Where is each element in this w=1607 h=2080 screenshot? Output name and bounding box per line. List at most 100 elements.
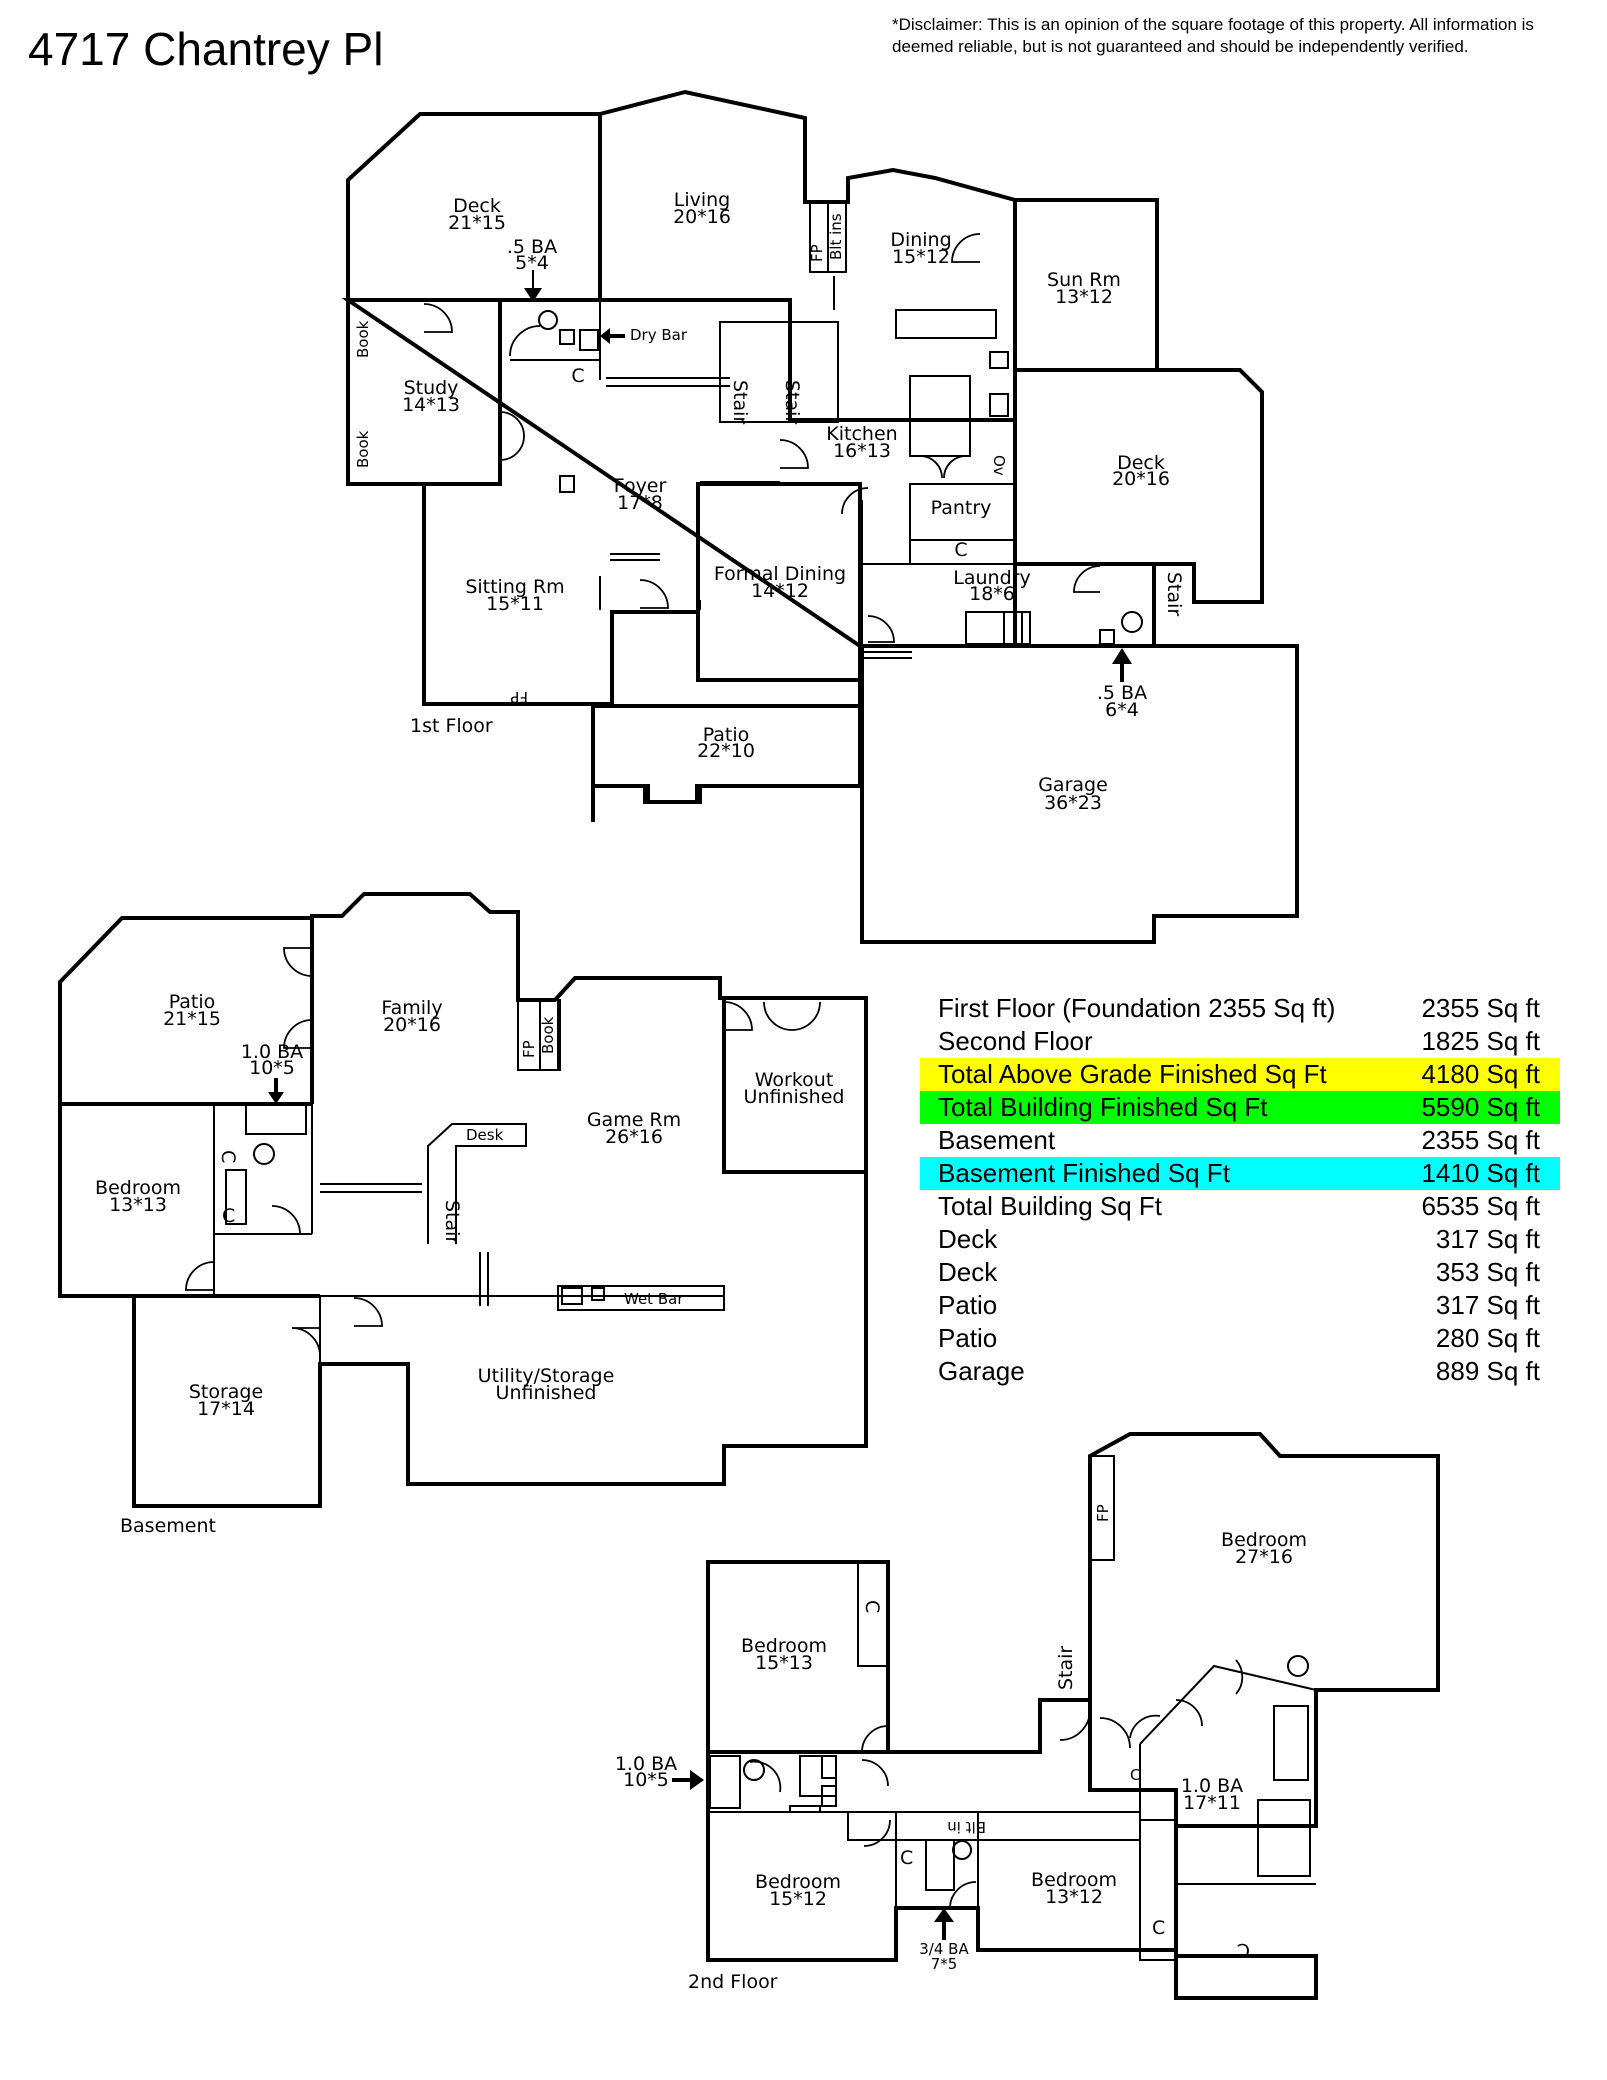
workout-outline <box>722 996 868 1174</box>
built-ins-label: Blt ins <box>827 213 845 260</box>
sqft-value: 2355 Sq ft <box>1421 1125 1540 1155</box>
closet-label: C <box>1130 1766 1140 1784</box>
floor-label-2nd: 2nd Floor <box>688 1971 778 1993</box>
room-dims: 14*12 <box>751 580 809 602</box>
closet-label: C <box>900 1847 913 1869</box>
first-floor-plan: Deck 21*15 .5 BA 5*4 Living 20*16 Dining… <box>341 89 1299 944</box>
room-name: Bedroom <box>95 1177 181 1199</box>
stair-label: Stair <box>441 1200 463 1244</box>
sqft-value: 6535 Sq ft <box>1421 1191 1540 1221</box>
sqft-row: Total Building Sq Ft 6535 Sq ft <box>920 1190 1560 1223</box>
room-dims: 5*4 <box>515 252 549 274</box>
arrow-right-icon <box>672 1770 704 1790</box>
square-footage-table: First Floor (Foundation 2355 Sq ft) 2355 … <box>920 992 1560 1388</box>
room-dims: 15*13 <box>755 1652 813 1674</box>
stair-label: Stair <box>781 380 803 424</box>
sqft-value: 1410 Sq ft <box>1421 1158 1540 1188</box>
room-name: Bedroom <box>755 1871 841 1893</box>
fireplace-label: FP <box>808 244 826 262</box>
room-name: Family <box>381 997 442 1019</box>
room-name: Sun Rm <box>1047 269 1121 291</box>
sqft-label: Basement <box>938 1125 1056 1155</box>
main-house-outline <box>341 298 1156 706</box>
oven-label: Ov <box>990 455 1008 476</box>
sqft-label: Total Building Finished Sq Ft <box>938 1092 1268 1122</box>
room-dims: 21*15 <box>448 212 506 234</box>
sqft-row: Patio 280 Sq ft <box>920 1322 1560 1355</box>
sqft-value: 317 Sq ft <box>1435 1290 1540 1320</box>
sqft-label: Basement Finished Sq Ft <box>938 1158 1230 1188</box>
closet-label: C <box>222 1205 235 1227</box>
room-name: Deck <box>453 195 501 217</box>
fireplace-label: FP <box>520 1040 538 1058</box>
room-name: Kitchen <box>826 423 897 445</box>
bookshelf-label: Book <box>354 320 372 358</box>
room-dims: 15*12 <box>892 246 950 268</box>
sqft-value: 5590 Sq ft <box>1421 1092 1540 1122</box>
second-floor-plan: Bedroom 27*16 Bedroom 15*13 1.0 BA 10*5 … <box>615 1432 1440 2000</box>
room-name: Storage <box>189 1381 263 1403</box>
room-name: Patio <box>703 724 750 746</box>
room-name: Patio <box>169 991 216 1013</box>
basement-outline <box>58 892 868 1508</box>
closet-label: C <box>861 1600 883 1613</box>
room-name: Foyer <box>614 475 667 497</box>
arrow-up-icon <box>934 1908 954 1940</box>
desk-label: Desk <box>466 1126 504 1144</box>
dry-bar-label: Dry Bar <box>630 326 688 344</box>
arrow-left-icon <box>600 328 625 344</box>
room-dims: 6*4 <box>1105 699 1139 721</box>
closet-label: C <box>1237 1939 1250 1961</box>
sqft-value: 280 Sq ft <box>1435 1323 1540 1353</box>
room-dims: 36*23 <box>1044 792 1102 814</box>
room-dims: 17*8 <box>617 492 663 514</box>
built-in-label: Blt in <box>947 1818 986 1836</box>
bookshelf-label: Book <box>539 1016 557 1054</box>
room-name: .5 BA <box>1097 682 1147 704</box>
room-dims: 17*11 <box>1183 1792 1241 1814</box>
room-dims: 22*10 <box>697 740 755 762</box>
room-name: Game Rm <box>587 1109 681 1131</box>
room-dims: 15*12 <box>769 1888 827 1910</box>
page-title: 4717 Chantrey Pl <box>28 23 384 75</box>
room-dims: 20*16 <box>673 206 731 228</box>
stair-label: Stair <box>1055 1646 1077 1690</box>
room-name: Deck <box>1117 452 1165 474</box>
room-name: Workout <box>755 1069 834 1091</box>
room-name: Study <box>404 377 459 399</box>
room-dims: 16*13 <box>833 440 891 462</box>
room-name: Bedroom <box>1031 1869 1117 1891</box>
room-dims: Unfinished <box>496 1382 597 1404</box>
sqft-label: First Floor (Foundation 2355 Sq ft) <box>938 993 1336 1023</box>
room-name: .5 BA <box>507 236 557 258</box>
room-name: 1.0 BA <box>1181 1775 1243 1797</box>
sqft-row: Second Floor 1825 Sq ft <box>920 1025 1560 1058</box>
room-name: Dining <box>890 229 951 251</box>
sqft-label: Patio <box>938 1323 998 1353</box>
room-name: Bedroom <box>741 1635 827 1657</box>
room-dims: 20*16 <box>1112 468 1170 490</box>
sqft-value: 1825 Sq ft <box>1421 1026 1540 1056</box>
sqft-label: Total Building Sq Ft <box>938 1191 1163 1221</box>
sqft-label: Garage <box>938 1356 1025 1386</box>
room-name: Formal Dining <box>714 563 846 585</box>
room-name: 1.0 BA <box>241 1041 303 1063</box>
floor-label-1st: 1st Floor <box>410 715 493 737</box>
sqft-value: 353 Sq ft <box>1435 1257 1540 1287</box>
room-name: Bedroom <box>1221 1529 1307 1551</box>
room-dims: 13*13 <box>109 1194 167 1216</box>
room-dims: 7*5 <box>931 1955 958 1973</box>
sqft-value: 317 Sq ft <box>1435 1224 1540 1254</box>
arrow-down-icon <box>268 1078 284 1104</box>
fireplace-label: FP <box>1094 1504 1112 1522</box>
room-dims: 15*11 <box>486 593 544 615</box>
garage-outline <box>860 644 1299 944</box>
sqft-row: First Floor (Foundation 2355 Sq ft)2355 … <box>920 992 1560 1025</box>
room-dims: 10*5 <box>623 1769 669 1791</box>
fireplace-label: FP <box>510 688 528 706</box>
stair-label: Stair <box>1163 572 1185 616</box>
sqft-label: Second Floor <box>938 1026 1093 1056</box>
